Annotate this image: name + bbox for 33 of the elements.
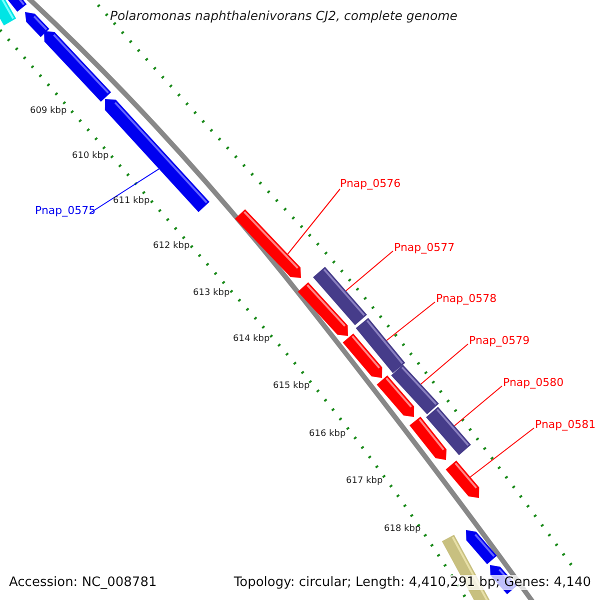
leader-line	[287, 188, 340, 254]
accession-text: Accession: NC_008781	[9, 575, 157, 590]
tick-label: 615 kbp	[273, 382, 310, 391]
gene-label: Pnap_0576	[340, 178, 401, 189]
gene-label: Pnap_0581	[535, 419, 596, 430]
genome-title: Polaromonas naphthalenivorans CJ2, complete genome	[110, 10, 458, 22]
genome-stats: Topology: circular; Length: 4,410,291 bp; Genes: 4,140	[234, 575, 591, 590]
gene-feature	[426, 406, 471, 456]
tick-label: 616 kbp	[309, 430, 346, 439]
leader-line	[470, 428, 534, 478]
gene-feature	[234, 209, 301, 278]
leader-line	[346, 250, 394, 292]
gene-label: Pnap_0580	[503, 377, 564, 388]
gene-label: Pnap_0575	[35, 205, 96, 216]
tick-label: 612 kbp	[153, 242, 190, 251]
gene-feature	[313, 266, 367, 326]
tick-label: 617 kbp	[346, 477, 383, 486]
leader-line	[420, 344, 468, 385]
tick-label: 611 kbp	[113, 197, 150, 206]
gene-feature	[356, 318, 406, 374]
tick-label: 618 kbp	[384, 525, 421, 534]
gene-label: Pnap_0577	[394, 242, 455, 253]
leader-line	[90, 168, 160, 214]
tick-label: 610 kbp	[72, 152, 109, 161]
tick-label: 609 kbp	[30, 107, 67, 116]
gene-feature	[446, 460, 480, 498]
leader-line	[454, 386, 502, 426]
gene-label: Pnap_0578	[436, 293, 497, 304]
leader-line	[386, 302, 436, 341]
tick-label: 613 kbp	[193, 289, 230, 298]
gene-feature	[391, 364, 439, 414]
gene-label: Pnap_0579	[469, 335, 530, 346]
tick-label: 614 kbp	[233, 335, 270, 344]
